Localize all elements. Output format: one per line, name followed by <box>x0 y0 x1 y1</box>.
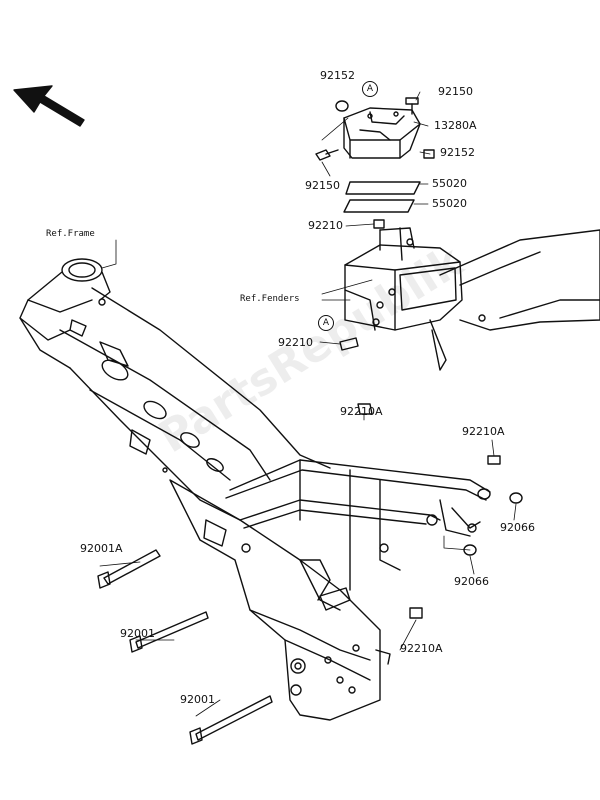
fasteners <box>315 97 523 619</box>
part-label-92066-b: 92066 <box>454 575 489 588</box>
callout-a-lower: A <box>318 315 334 331</box>
rear-subframe <box>225 459 491 591</box>
part-label-92210-a: 92210 <box>308 219 343 232</box>
part-label-92066-a: 92066 <box>500 521 535 534</box>
part-label-92210-b: 92210 <box>278 336 313 349</box>
part-label-92210A-a: 92210A <box>340 405 383 418</box>
callout-a-top: A <box>362 81 378 97</box>
part-label-92001-a: 92001 <box>120 627 155 640</box>
part-label-92210A-b: 92210A <box>462 425 505 438</box>
battery-case <box>344 227 463 331</box>
electrical-box <box>343 107 421 159</box>
part-label-55020-b: 55020 <box>432 197 467 210</box>
pivot-frame <box>169 479 391 721</box>
part-label-92150-top: 92150 <box>438 85 473 98</box>
part-label-92152-right: 92152 <box>440 146 475 159</box>
part-label-92210A-c: 92210A <box>400 642 443 655</box>
part-label-92150-left: 92150 <box>305 179 340 192</box>
part-label-92001-b: 92001 <box>180 693 215 706</box>
part-label-92152-top: 92152 <box>320 69 355 82</box>
leader-lines <box>99 91 517 717</box>
part-label-55020-a: 55020 <box>432 177 467 190</box>
part-label-13280A: 13280A <box>434 119 477 132</box>
rear-fender <box>429 229 600 371</box>
front-direction-arrow-icon <box>13 85 85 127</box>
pads <box>343 181 421 213</box>
ref-frame-label: Ref.Frame <box>46 229 95 239</box>
main-frame <box>19 258 331 521</box>
part-label-92001A: 92001A <box>80 542 123 555</box>
bolts <box>97 549 273 745</box>
ref-fenders-label: Ref.Fenders <box>240 294 300 304</box>
